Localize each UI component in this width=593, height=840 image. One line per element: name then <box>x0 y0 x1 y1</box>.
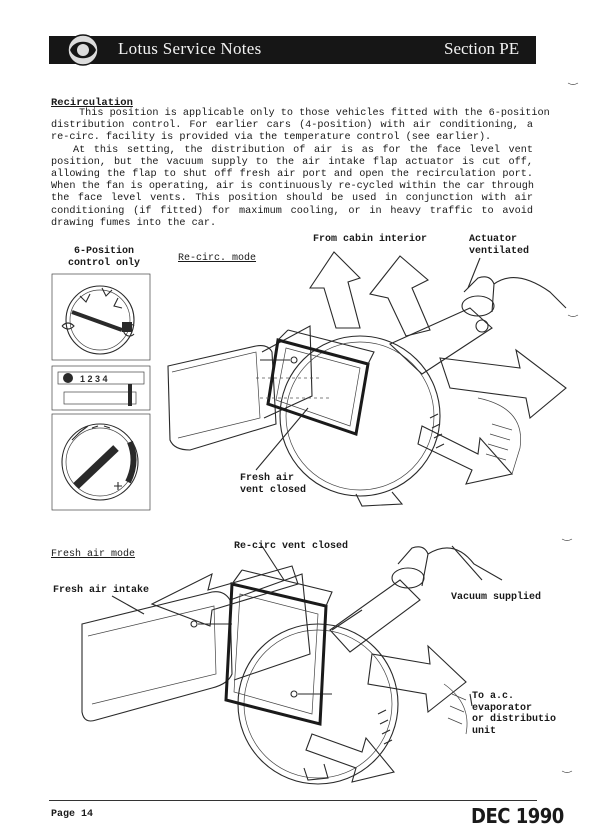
actuator-label-line2: ventilated <box>469 245 530 257</box>
vacuum-leader <box>451 545 483 581</box>
fresh-air-flap <box>224 582 328 726</box>
vacuum-pipe <box>493 277 567 309</box>
distribution-control-box <box>51 273 151 361</box>
paragraph-line: the face level vents. This position shou… <box>51 193 533 205</box>
paragraph-line: position, but the vacuum supply to the a… <box>51 156 533 168</box>
outflow-arrow <box>367 644 467 714</box>
recirculation-paragraph: This position is applicable only to thos… <box>51 108 550 230</box>
fresh-air-mode-label: Fresh air mode <box>51 549 136 560</box>
fresh-air-duct <box>81 591 233 722</box>
actuator-label: Actuator ventilated <box>469 234 529 257</box>
footer-rule <box>49 800 537 801</box>
fresh-air-closed-label: Fresh air vent closed <box>240 473 306 496</box>
actuator-canister <box>391 567 425 589</box>
actuator-body <box>389 307 493 375</box>
fresh-air-closed-line2: vent closed <box>240 484 307 496</box>
temperature-dial-icon <box>61 423 139 501</box>
fresh-air-inflow-arrow <box>150 565 299 627</box>
fresh-air-closed-line1: Fresh air <box>240 473 295 484</box>
paragraph-line: This position is applicable only to thos… <box>79 108 550 119</box>
control-label-line1: 6-Position <box>73 246 134 257</box>
actuator-leader <box>467 257 481 289</box>
paragraph-line: allowing the flap to shut off fresh air … <box>51 169 533 181</box>
blower-housing <box>237 623 399 785</box>
header-title: Lotus Service Notes <box>118 39 262 58</box>
to-ac-line2: evaporator <box>472 702 533 714</box>
to-ac-line1: To a.c. <box>472 691 515 702</box>
recirculation-heading: Recirculation <box>51 97 133 109</box>
fan-speed-numbers: 1 2 3 4 <box>80 374 108 384</box>
actuator-label-line1: Actuator <box>469 234 518 245</box>
fresh-air-intake-leader <box>111 595 145 615</box>
paragraph-line: At this setting, the distribution of air… <box>73 144 533 156</box>
recirc-vent-closed-label: Re-circ vent closed <box>234 541 349 552</box>
fan-icon <box>63 373 73 383</box>
paragraph-line: re-circ. facility is provided via the te… <box>51 132 492 144</box>
from-cabin-label: From cabin interior <box>313 234 428 245</box>
control-label-line2: control only <box>67 257 140 269</box>
actuator-body <box>329 579 421 653</box>
temperature-control-box <box>51 413 151 511</box>
header-section: Section PE <box>444 39 520 58</box>
fresh-air-assembly-illustration <box>81 545 503 785</box>
page-number: Page 14 <box>51 809 94 820</box>
fresh-air-leader <box>255 407 309 471</box>
intake-duct <box>167 345 277 451</box>
vacuum-pipe <box>427 547 503 581</box>
from-cabin-arrow <box>308 251 362 329</box>
to-ac-leader <box>469 693 473 707</box>
edge-mark <box>567 82 579 85</box>
recirc-vent-leader <box>261 545 285 581</box>
from-cabin-arrow <box>369 255 431 337</box>
edge-mark <box>567 314 579 317</box>
paragraph-line: conditioning (if fitted) for maximum coo… <box>51 205 533 217</box>
paragraph-line: distribution control. For earlier cars (… <box>51 120 533 132</box>
edge-mark <box>561 770 573 773</box>
vacuum-supplied-label: Vacuum supplied <box>451 592 542 603</box>
header-bar <box>49 36 536 64</box>
paragraph-line: When the fan is operating, air is contin… <box>51 181 534 193</box>
recirc-mode-label: Re-circ. mode <box>178 253 257 264</box>
outflow-arrow <box>439 348 567 420</box>
recirc-flap <box>266 338 370 436</box>
issue-date: DEC 1990 <box>471 804 564 829</box>
control-label: 6-Position control only <box>62 246 146 269</box>
blower-housing <box>279 335 441 497</box>
lotus-logo-icon <box>67 34 99 66</box>
to-ac-line4: unit <box>472 725 497 737</box>
actuator-canister <box>461 295 495 317</box>
to-ac-label: To a.c. evaporator or distributio unit <box>472 691 556 737</box>
paragraph-line: drawing fumes into the car. <box>51 217 217 229</box>
edge-mark <box>561 538 573 541</box>
to-ac-line3: or distributio <box>472 714 557 725</box>
fan-control-box <box>51 365 151 411</box>
distribution-dial-icon <box>65 285 135 355</box>
fresh-air-intake-label: Fresh air intake <box>53 585 150 596</box>
recirc-flap-assembly-illustration <box>167 251 567 507</box>
control-panel-illustration: 1 2 3 4 <box>51 273 151 511</box>
